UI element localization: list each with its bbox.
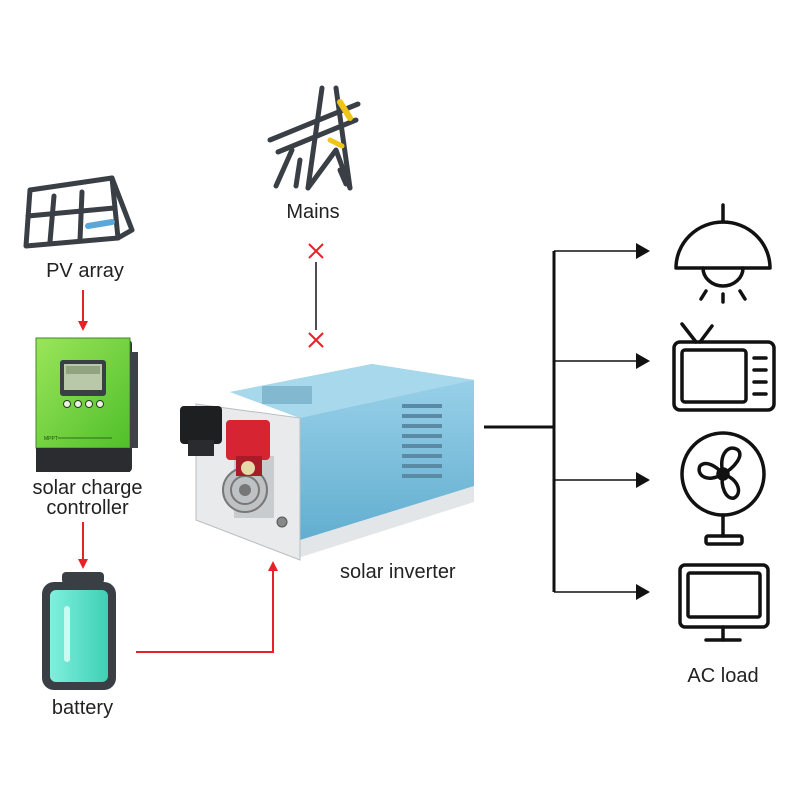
inverter-label: solar inverter	[340, 561, 456, 583]
ac-load-label: AC load	[687, 665, 759, 687]
mains-disconnected-line	[308, 243, 324, 348]
ac-bus	[484, 243, 650, 600]
controller-label-line2: controller	[46, 497, 129, 519]
pv-array-label: PV array	[46, 260, 124, 282]
controller-label-line1: solar charge	[32, 477, 143, 499]
solar-panel-icon	[23, 175, 135, 249]
charge-controller: MPPT	[35, 337, 138, 472]
fan-icon	[680, 431, 766, 546]
solar-inverter	[180, 364, 474, 561]
battery-label: battery	[51, 697, 114, 719]
mains-tower-icon	[267, 85, 361, 191]
monitor-icon	[678, 563, 770, 642]
arrow-battery-to-inverter	[136, 561, 278, 653]
controller-brand-text: MPPT	[44, 436, 58, 442]
battery-icon	[42, 572, 116, 690]
disconnect-mark-top	[308, 243, 324, 259]
tv-icon	[672, 322, 776, 412]
disconnect-mark-bottom	[308, 332, 324, 348]
lamp-icon	[674, 203, 772, 304]
mains-label: Mains	[286, 201, 340, 223]
